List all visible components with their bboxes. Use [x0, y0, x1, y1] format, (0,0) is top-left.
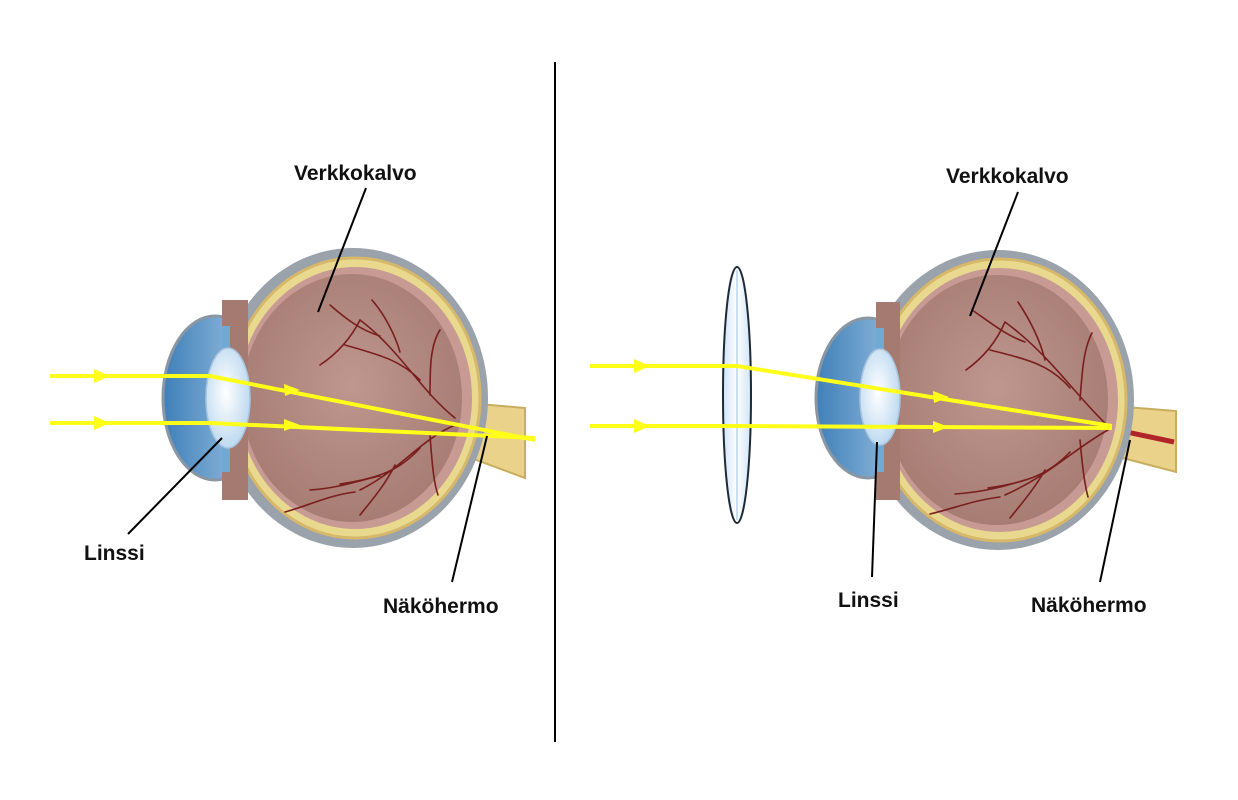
left-lens-leader [127, 437, 223, 535]
left-ray-arrow [94, 369, 110, 383]
right-lens [859, 348, 901, 446]
right-panel: Verkkokalvo Linssi Näköhermo [590, 165, 1177, 617]
right-nerve-leader [1099, 439, 1131, 583]
left-retina-leader [317, 187, 367, 313]
right-ray-arrow [634, 359, 650, 373]
right-iris [876, 328, 884, 366]
left-lens-label: Linssi [84, 542, 145, 565]
right-ray-arrow [634, 419, 650, 433]
right-retina-label: Verkkokalvo [946, 165, 1069, 188]
right-ray-arrow [933, 391, 949, 403]
left-retina-vessels [284, 299, 456, 516]
right-lens-label: Linssi [838, 589, 899, 612]
right-retina-vessels [929, 301, 1109, 519]
left-iris [222, 326, 230, 366]
left-eyeball-interior [242, 274, 462, 522]
left-ray-arrow [284, 419, 300, 431]
right-ray-arrow [933, 421, 949, 433]
left-panel: Verkkokalvo Linssi Näköhermo [50, 162, 536, 618]
right-retina-leader [969, 191, 1019, 317]
right-lens-leader [871, 441, 878, 578]
right-eyeball-interior [886, 275, 1108, 525]
right-optic-nerve-label: Näköhermo [1031, 594, 1147, 617]
left-retina-label: Verkkokalvo [294, 162, 417, 185]
left-optic-nerve-label: Näköhermo [383, 595, 499, 618]
left-lens [205, 347, 251, 449]
left-ray-arrow [94, 416, 110, 430]
left-ray-arrow [284, 384, 300, 396]
left-nerve-leader [451, 435, 488, 583]
